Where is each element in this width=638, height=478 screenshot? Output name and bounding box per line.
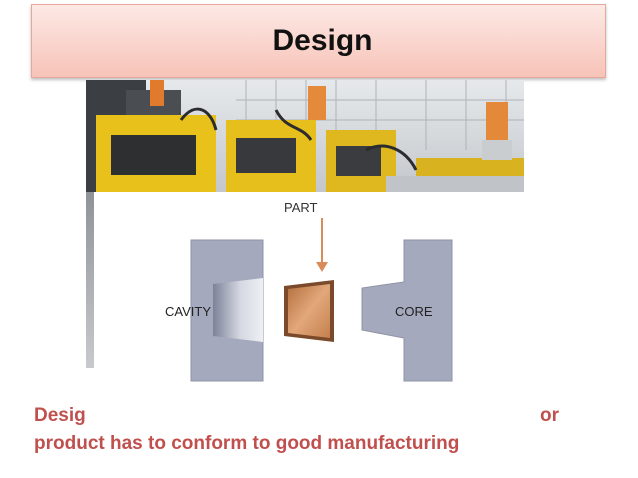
core-label: CORE (395, 304, 433, 319)
part-arrow-head (316, 262, 328, 272)
factory-photo (86, 80, 524, 192)
body-line-1-end: or (540, 405, 559, 426)
photo-edge (86, 192, 94, 368)
title-banner: Design (31, 4, 606, 78)
part-label: PART (284, 200, 318, 215)
mold-diagram-svg: PART CAVITY CORE (165, 200, 453, 382)
mold-diagram: PART CAVITY CORE (94, 192, 548, 382)
cavity-recess (213, 278, 263, 342)
factory-photo-illustration (86, 80, 524, 192)
cavity-label: CAVITY (165, 304, 211, 319)
core-block (361, 239, 453, 382)
slide-title: Design (272, 24, 373, 57)
body-line-2: product has to conform to good manufactu… (34, 433, 460, 454)
body-line-1-start: Desig (34, 405, 86, 426)
